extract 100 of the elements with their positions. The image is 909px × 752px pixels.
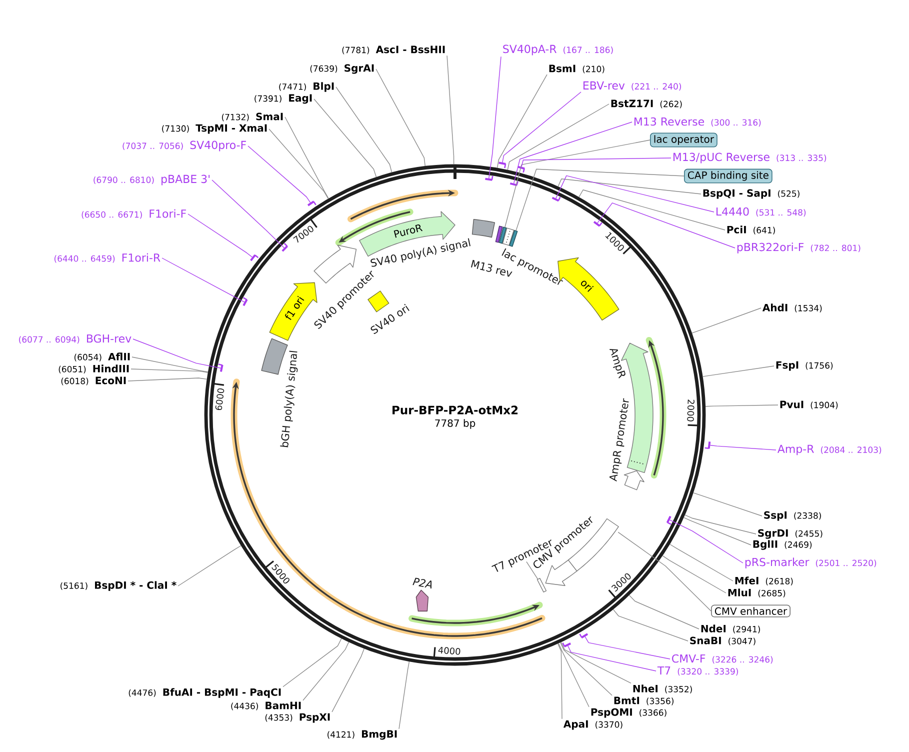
leader-line: [560, 642, 632, 684]
leader-line: [446, 55, 454, 165]
leader-line: [302, 642, 350, 701]
primer-mark: [307, 200, 316, 206]
feature-label: AmpR promoter: [609, 398, 629, 482]
leader-line: [496, 74, 548, 168]
leader-line: [692, 308, 762, 334]
leader-line: [568, 646, 656, 672]
leader-line: [516, 168, 684, 232]
tick-label: 4000: [438, 646, 460, 655]
leader-line: [336, 86, 392, 173]
primer-mark: [593, 220, 602, 227]
leader-line: [212, 180, 285, 248]
enzyme-label: BstZ17I (262): [611, 100, 682, 108]
primer-label: (6790 .. 6810) pBABE 3': [94, 174, 210, 186]
enzyme-label: (7391) EagI: [254, 94, 312, 104]
primer-label: EBV-rev (221 .. 240): [584, 81, 682, 91]
enzyme-label: FspI (1756): [776, 361, 833, 371]
enzyme-label: SspI (2338): [764, 511, 821, 521]
feature-label: bGH poly(A) signal: [280, 350, 298, 448]
leader-line: [284, 116, 329, 199]
enzyme-label: BglII (2469): [753, 540, 812, 550]
enzyme-label: (7639) SgrAI: [310, 64, 374, 74]
leader-line: [188, 214, 253, 258]
leader-line: [132, 356, 208, 372]
enzyme-label: (6051) HindIII: [58, 364, 129, 374]
primer-mark: [510, 181, 518, 186]
primer-mark: [518, 166, 525, 173]
leader-line: [612, 609, 688, 642]
enzyme-label: SnaBI (3047): [690, 636, 756, 646]
tick-label: 2000: [687, 400, 694, 422]
leader-line: [669, 544, 734, 582]
leader-line: [618, 532, 712, 612]
enzyme-label: NheI (3352): [633, 684, 692, 694]
primer-label: T7 (3320 .. 3339): [657, 666, 738, 676]
primer-mark: [282, 242, 288, 252]
enzyme-label: (7130) TspMI - XmaI: [162, 124, 267, 134]
leader-line: [398, 661, 410, 730]
feature-label: AmpR: [610, 349, 626, 379]
primer-label: M13/pUC Reverse (313 .. 335): [674, 152, 826, 164]
feature-callout: lac operator: [650, 132, 718, 148]
primer-mark: [579, 633, 588, 638]
operator-box: [498, 226, 507, 244]
enzyme-label: SgrDI (2455): [758, 529, 822, 539]
primer-mark: [552, 196, 561, 202]
enzyme-label: (4476) BfuAI - BspMI - PaqCI: [128, 688, 281, 698]
primer-label: (6077 .. 6094) BGH-rev: [19, 334, 132, 344]
enzyme-label: (5161) BspDI * - ClaI *: [60, 581, 176, 591]
leader-line: [662, 555, 726, 594]
enzyme-label: PciI (641): [727, 226, 775, 234]
enzyme-label: (6018) EcoNI: [61, 376, 126, 386]
enzyme-label: MfeI (2618): [735, 576, 793, 586]
leader-line: [597, 202, 736, 248]
enzyme-label: (6054) AflII: [74, 352, 130, 362]
leader-line: [526, 561, 538, 580]
primer-label: (6440 .. 6459) F1ori-R: [54, 253, 160, 263]
enzyme-label: BsmI (210): [549, 64, 604, 74]
enzyme-label: PspOMI (3366): [591, 708, 666, 718]
leader-line: [684, 514, 756, 534]
leader-line: [376, 68, 426, 166]
leader-line: [130, 368, 208, 373]
enzyme-label: (7132) SmaI: [222, 112, 283, 122]
leader-line: [557, 643, 562, 720]
primer-label: SV40pA-R (167 .. 186): [503, 44, 613, 56]
primer-label: CMV-F (3226 .. 3246): [672, 654, 773, 664]
leader-line: [314, 98, 377, 178]
leader-line: [128, 378, 208, 382]
leader-line: [132, 338, 221, 368]
enzyme-label: NdeI (2941): [701, 624, 760, 634]
primer-mark: [562, 642, 572, 648]
leader-line: [578, 190, 726, 230]
enzyme-label: AhdI (1534): [762, 304, 822, 312]
primer-mark: [498, 162, 506, 168]
feature-label: P2A: [412, 578, 432, 589]
primer-mark: [485, 176, 494, 181]
leader-line: [282, 638, 342, 688]
tick-label: 6000: [215, 388, 224, 410]
leader-line: [558, 178, 702, 194]
leader-line: [178, 545, 242, 586]
primer-label: M13 Reverse (300 .. 316): [634, 117, 761, 127]
leader-line: [560, 642, 612, 696]
plasmid-size: 7787 bp: [435, 419, 476, 429]
leader-line: [507, 104, 610, 170]
leader-line: [332, 648, 365, 712]
leader-line: [705, 404, 778, 407]
leader-line: [628, 594, 700, 630]
primer-label: (6650 .. 6671) F1ori-F: [82, 209, 186, 219]
leader-line: [513, 122, 632, 184]
enzyme-label: ApaI (3370): [563, 720, 622, 730]
leader-line: [683, 517, 752, 546]
leader-line: [268, 128, 329, 200]
enzyme-label: BmtI (3356): [614, 696, 674, 706]
enzyme-label: (4436) BamHI: [231, 702, 301, 710]
leader-line: [669, 520, 744, 564]
enzyme-label: (7471) BlpI: [279, 82, 334, 92]
primer-label: L4440 (531 .. 548): [716, 207, 806, 217]
primer-mark: [218, 364, 224, 372]
enzyme-label: (4121) BmgBI: [328, 730, 397, 740]
leader-line: [556, 175, 714, 212]
leader-line: [710, 444, 776, 450]
